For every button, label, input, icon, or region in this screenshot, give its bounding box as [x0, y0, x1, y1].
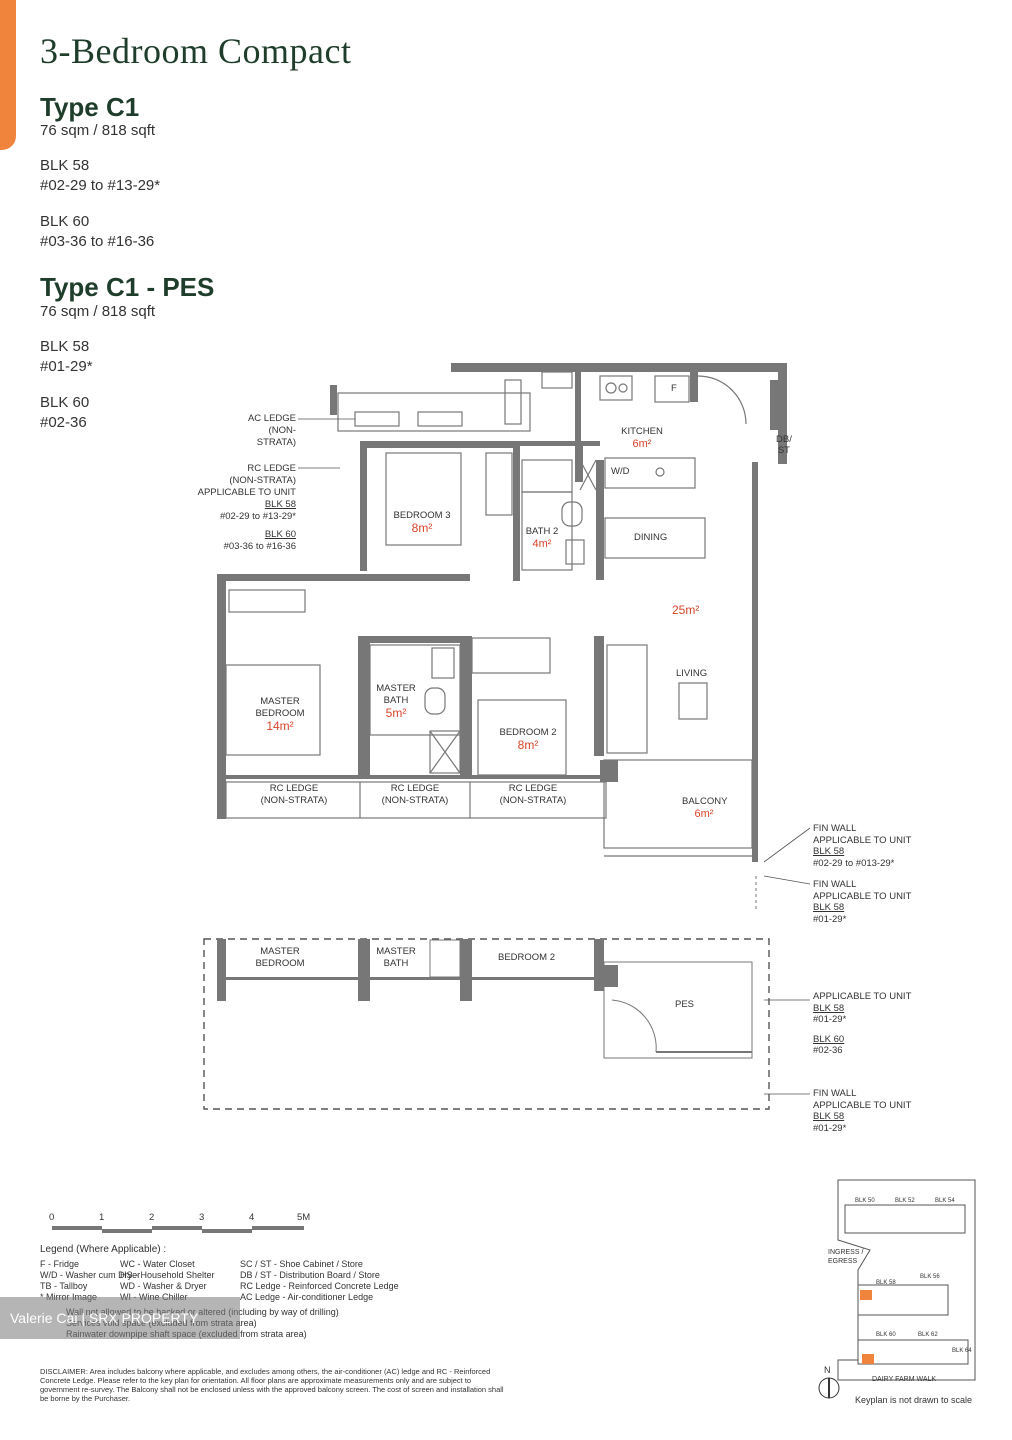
scale-label: 2: [149, 1212, 155, 1223]
keyplan-block-label: BLK 60: [876, 1332, 896, 1338]
keyplan-block-label: BLK 54: [935, 1198, 955, 1204]
rc-ledge-label: RC LEDGE(NON-STRATA): [499, 783, 567, 806]
keyplan-block-label: BLK 50: [855, 1198, 875, 1204]
keyplan-block-label: BLK 56: [920, 1274, 940, 1280]
leader-lines: [298, 418, 811, 910]
type-c1-pes-block: BLK 60#02-36: [40, 394, 90, 431]
type-c1-heading: Type C1: [40, 92, 140, 122]
keyplan-block-label: BLK 52: [895, 1198, 915, 1204]
scale-label: 5M: [297, 1212, 311, 1223]
keyplan-block-label: BLK 64: [952, 1348, 972, 1354]
type-c1-block: BLK 60#03-36 to #16-36: [40, 213, 155, 250]
type-c1-area: 76 sqm / 818 sqft: [40, 122, 156, 139]
db-st-label: DB/ST: [776, 434, 792, 456]
keyplan-road-label: DAIRY FARM WALK: [872, 1376, 937, 1383]
keyplan-unit-marker: [860, 1290, 872, 1300]
scale-label: 1: [99, 1212, 105, 1223]
scale-label: 0: [49, 1212, 55, 1223]
ac-ledge-label: AC LEDGE(NON-STRATA): [247, 413, 296, 448]
living-area: 25m²: [672, 603, 700, 617]
scale-label: 4: [249, 1212, 255, 1223]
type-c1-pes-block: BLK 58#01-29*: [40, 338, 93, 375]
scale-label: 3: [199, 1212, 205, 1223]
keyplan-block-label: BLK 62: [918, 1332, 938, 1338]
rc-ledge-label: RC LEDGE(NON-STRATA): [381, 783, 449, 806]
plan-walls: [217, 363, 787, 862]
scale-bar: [52, 1226, 304, 1233]
north-label: N: [824, 1365, 831, 1375]
keyplan-unit-marker: [862, 1354, 874, 1364]
keyplan-note: Keyplan is not drawn to scale: [855, 1395, 973, 1405]
wd-label: W/D: [611, 466, 630, 477]
pes-label: PES: [675, 999, 695, 1010]
rc-ledge-label: RC LEDGE(NON-STRATA): [260, 783, 328, 806]
watermark: Valerie Cai | SRX PROPERTY: [0, 1297, 240, 1339]
type-c1-block: BLK 58#02-29 to #13-29*: [40, 157, 161, 194]
plan-fixtures: [225, 371, 753, 857]
keyplan: [837, 1179, 976, 1381]
dining-label: DINING: [634, 532, 668, 543]
pes-bedroom-2-label: BEDROOM 2: [498, 952, 556, 963]
pes-plan: [203, 938, 810, 1110]
accent-tab: [0, 0, 16, 150]
fridge-label: F: [671, 383, 677, 394]
keyplan-ingress-label: INGRESS /EGRESS: [828, 1249, 864, 1265]
living-label: LIVING: [676, 668, 708, 679]
page-title: 3-Bedroom Compact: [40, 31, 352, 71]
legend-title: Legend (Where Applicable) :: [40, 1244, 167, 1255]
keyplan-block-label: BLK 58: [876, 1280, 896, 1286]
type-c1-pes-heading: Type C1 - PES: [40, 272, 215, 302]
disclaimer: DISCLAIMER: Area includes balcony where …: [40, 1367, 504, 1403]
type-c1-pes-area: 76 sqm / 818 sqft: [40, 303, 156, 320]
